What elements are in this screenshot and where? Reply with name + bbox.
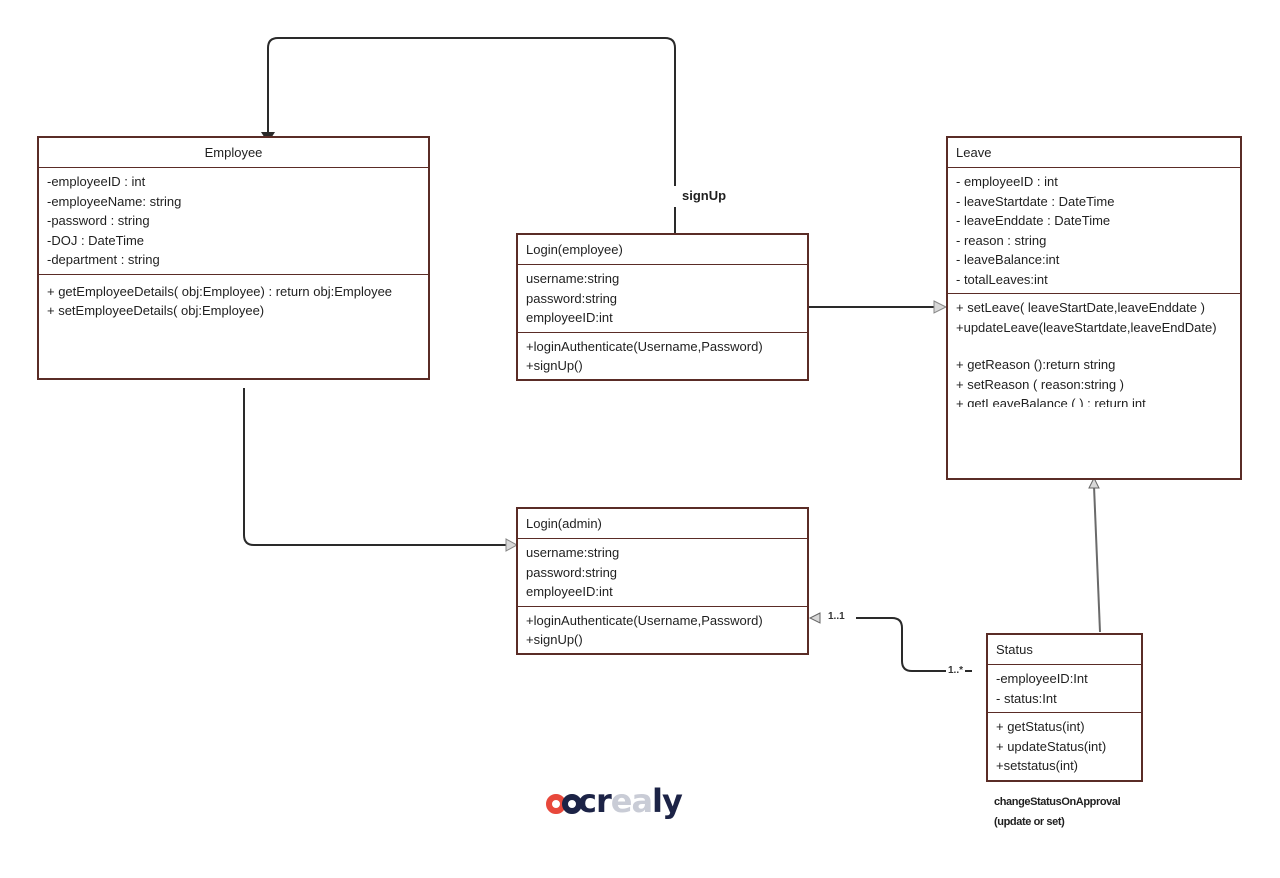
- method: + setReason ( reason:string ): [956, 376, 1124, 392]
- method: +signUp(): [526, 358, 583, 373]
- method: + getReason ():return string: [956, 357, 1116, 372]
- connector-status-leave: [1093, 485, 1101, 633]
- class-name: Status: [988, 635, 1141, 665]
- connector-employee-admin: [243, 388, 508, 546]
- creately-logo: crealy: [546, 782, 683, 820]
- signup-label: signUp: [670, 186, 740, 207]
- method: +signUp(): [526, 632, 583, 647]
- attributes-section: - employeeID : int - leaveStartdate : Da…: [948, 168, 1240, 294]
- arrowhead-admin: [505, 538, 519, 552]
- methods-section: +loginAuthenticate(Username,Password) +s…: [518, 607, 807, 654]
- method: + getEmployeeDetails( obj:Employee) : re…: [47, 283, 393, 299]
- attributes-section: -employeeID:Int - status:Int: [988, 665, 1141, 713]
- logo-ring-icon: [562, 794, 582, 814]
- attribute: - totalLeaves:int: [956, 271, 1048, 287]
- method: + updateStatus(int): [996, 738, 1107, 754]
- class-login-admin[interactable]: Login(admin) username:string password:st…: [516, 507, 809, 655]
- method: +setstatus(int): [996, 758, 1079, 773]
- attribute: username:string: [526, 545, 620, 560]
- attribute: password:string: [526, 564, 618, 580]
- methods-section: + setLeave( leaveStartDate,leaveEnddate …: [948, 294, 1240, 407]
- attributes-section: username:string password:string employee…: [518, 539, 807, 607]
- attribute: -DOJ : DateTime: [47, 232, 145, 248]
- method: +loginAuthenticate(Username,Password): [526, 612, 763, 628]
- attributes-section: username:string password:string employee…: [518, 265, 807, 333]
- attribute: username:string: [526, 271, 620, 286]
- class-employee[interactable]: Employee -employeeID : int -employeeName…: [37, 136, 430, 380]
- multiplicity-admin: 1..1: [826, 611, 847, 622]
- class-leave[interactable]: Leave - employeeID : int - leaveStartdat…: [946, 136, 1242, 480]
- arrowhead-leave-bottom: [1088, 476, 1100, 489]
- method: + setLeave( leaveStartDate,leaveEnddate …: [956, 300, 1205, 315]
- method: + setEmployeeDetails( obj:Employee): [47, 303, 265, 318]
- class-name: Leave: [948, 138, 1240, 168]
- class-name: Login(employee): [518, 235, 807, 265]
- attribute: -employeeID:Int: [996, 671, 1088, 686]
- multiplicity-status: 1..*: [946, 665, 966, 676]
- class-name: Employee: [39, 138, 428, 168]
- status-note-line: (update or set): [994, 816, 1065, 828]
- connector-status-admin: [856, 617, 972, 672]
- attribute: password:string: [526, 290, 618, 306]
- logo-text-faded: ea: [610, 782, 653, 820]
- attribute: - leaveStartdate : DateTime: [956, 193, 1115, 209]
- method: +updateLeave(leaveStartdate,leaveEndDate…: [956, 319, 1217, 335]
- method: + getLeaveBalance ( ) : return int: [956, 396, 1146, 407]
- class-login-employee[interactable]: Login(employee) username:string password…: [516, 233, 809, 381]
- attribute: employeeID:int: [526, 584, 613, 599]
- attribute: -password : string: [47, 213, 150, 228]
- attribute: - leaveEnddate : DateTime: [956, 213, 1111, 228]
- attribute: -employeeName: string: [47, 193, 182, 209]
- attribute: -department : string: [47, 252, 160, 267]
- arrowhead-leave: [933, 300, 948, 314]
- attribute: -employeeID : int: [47, 174, 146, 189]
- attribute: - reason : string: [956, 232, 1047, 248]
- class-status[interactable]: Status -employeeID:Int - status:Int + ge…: [986, 633, 1143, 782]
- methods-section: +loginAuthenticate(Username,Password) +s…: [518, 333, 807, 380]
- logo-text: cr: [578, 782, 612, 820]
- class-name: Login(admin): [518, 509, 807, 539]
- logo-text: ly: [652, 782, 683, 820]
- method: +loginAuthenticate(Username,Password): [526, 338, 763, 354]
- attribute: employeeID:int: [526, 310, 613, 325]
- attribute: - status:Int: [996, 690, 1057, 706]
- connector-signup: [267, 37, 676, 233]
- method: + getStatus(int): [996, 719, 1085, 734]
- methods-section: + getEmployeeDetails( obj:Employee) : re…: [39, 275, 428, 327]
- attribute: - leaveBalance:int: [956, 252, 1060, 267]
- status-note-line: changeStatusOnApproval: [994, 796, 1121, 808]
- status-note: changeStatusOnApproval (update or set): [990, 792, 1125, 832]
- attributes-section: -employeeID : int -employeeName: string …: [39, 168, 428, 275]
- attribute: - employeeID : int: [956, 174, 1058, 189]
- arrowhead-login-admin: [808, 612, 821, 624]
- methods-section: + getStatus(int) + updateStatus(int) +se…: [988, 713, 1141, 780]
